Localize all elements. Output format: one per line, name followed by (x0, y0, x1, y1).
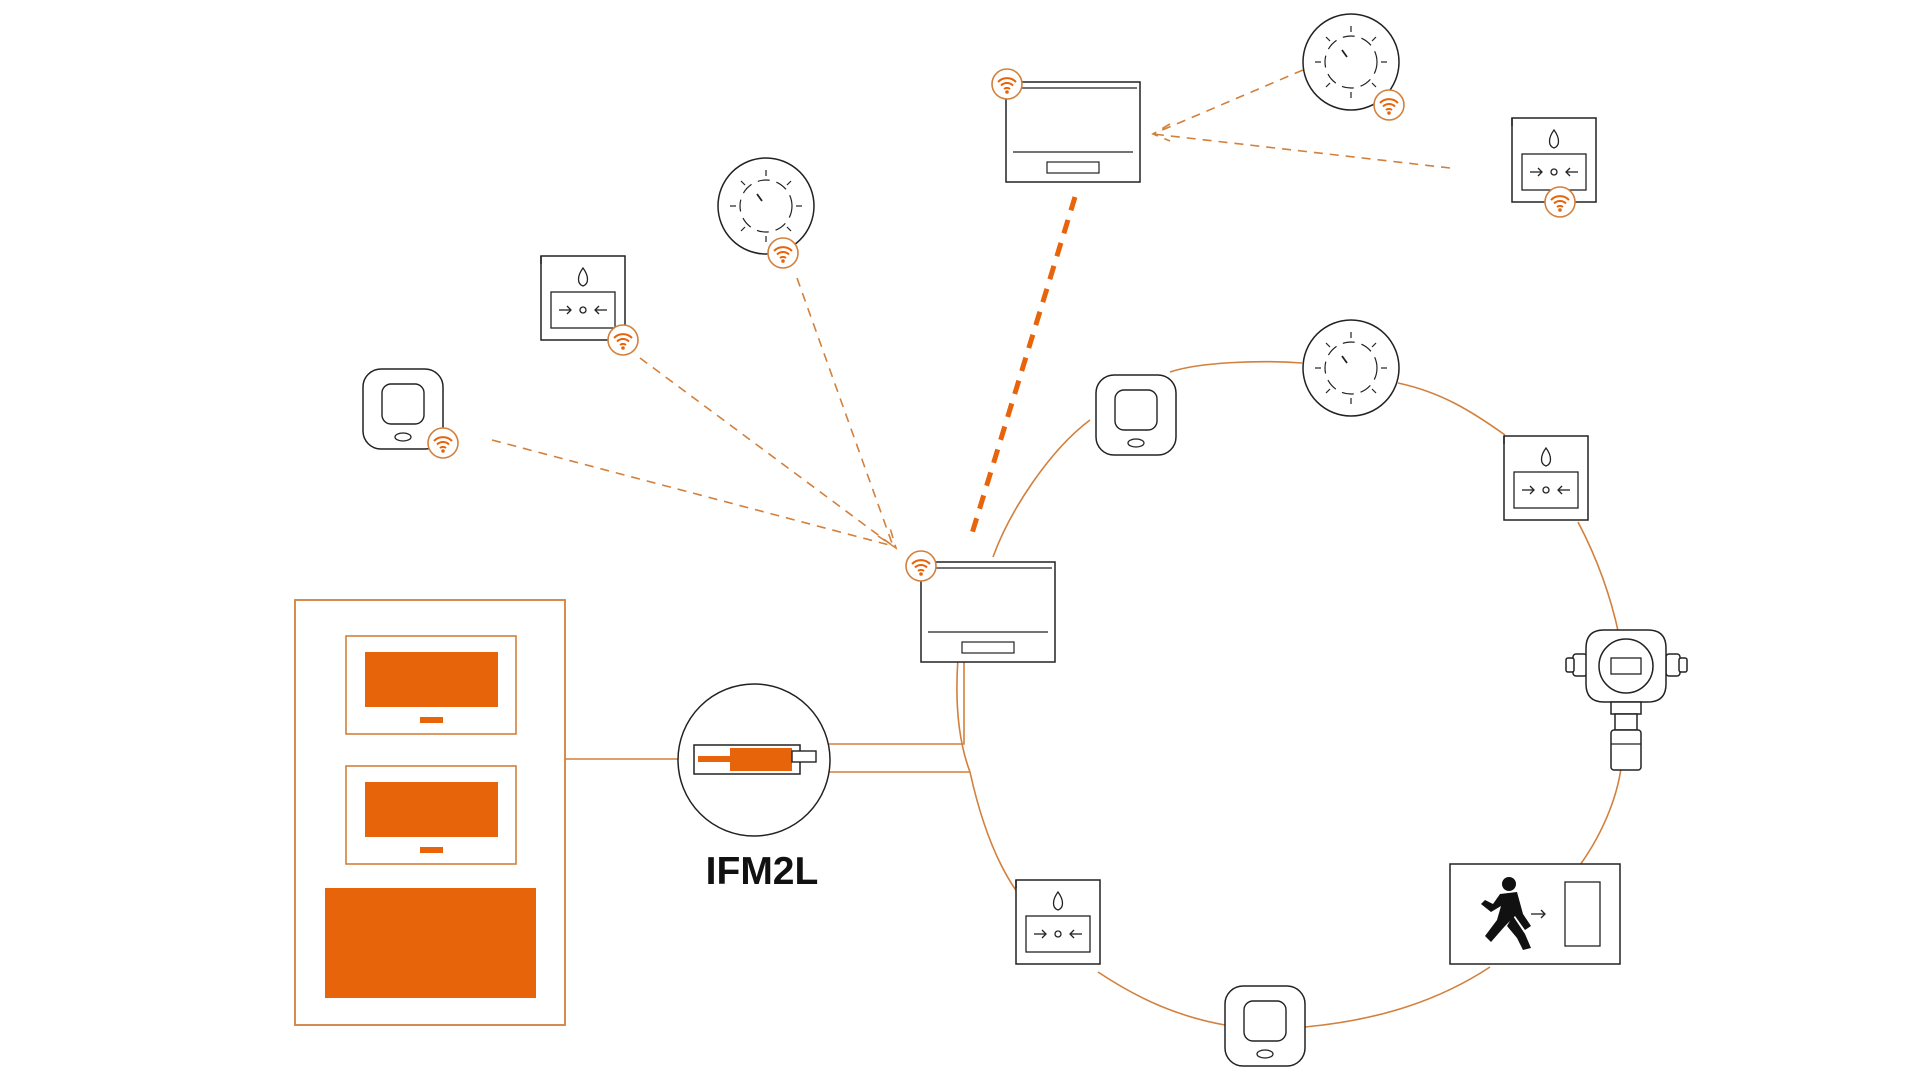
wireless-link-top-callpoint (1152, 133, 1451, 169)
wireless-controller-icon (920, 561, 1056, 663)
module-label: IFM2L (706, 850, 819, 893)
sounder-icon (1224, 985, 1306, 1067)
sounder-icon (1095, 374, 1177, 456)
wireless-links (491, 69, 1451, 550)
wireless-arrow-head-top (1151, 123, 1171, 142)
interface-module-icon (677, 683, 831, 837)
device-loop (956, 360, 1623, 1028)
wireless-link-detector (796, 277, 894, 547)
wireless-arrow-head (877, 527, 898, 550)
wireless-signal-icon (607, 324, 639, 356)
gas-detector-icon (1565, 629, 1688, 771)
manual-call-point-icon (1503, 435, 1589, 521)
wireless-link-sounder (491, 439, 894, 547)
wireless-signal-icon (905, 550, 937, 582)
smoke-detector-icon (717, 157, 815, 255)
wired-links (565, 360, 1623, 1028)
wireless-signal-icon (767, 237, 799, 269)
manual-call-point-icon (540, 255, 626, 341)
wireless-link-callpoint (639, 357, 894, 547)
wireless-link-top-detector (1152, 69, 1304, 135)
wireless-signal-icon (1544, 186, 1576, 218)
fire-panel-icon (294, 599, 566, 1026)
wireless-signal-icon (427, 427, 459, 459)
emergency-exit-sign-icon (1449, 863, 1621, 965)
repeater-controller-icon (1005, 81, 1141, 183)
wireless-signal-icon (991, 68, 1023, 100)
controller-repeater-link (967, 196, 1078, 541)
module-controller-link (829, 660, 965, 745)
wireless-signal-icon (1373, 89, 1405, 121)
smoke-detector-icon (1302, 319, 1400, 417)
manual-call-point-icon (1015, 879, 1101, 965)
